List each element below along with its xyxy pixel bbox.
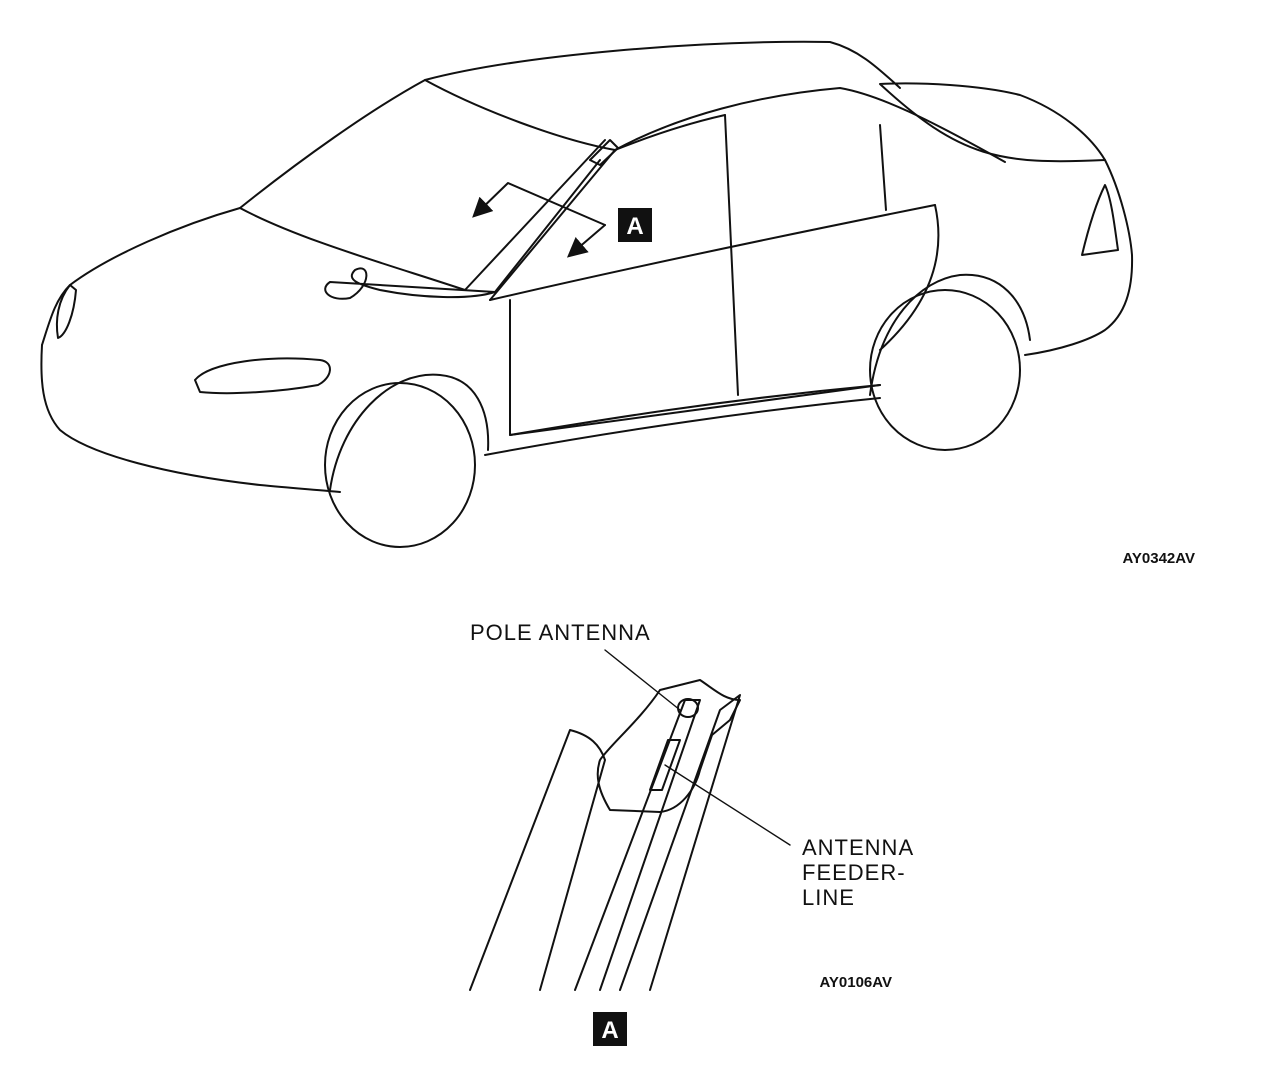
car-hood bbox=[41, 207, 241, 346]
figure-code-car: AY0342AV bbox=[1122, 550, 1195, 567]
car-rear-bumper bbox=[1024, 159, 1134, 356]
car-front-bumper bbox=[40, 344, 341, 493]
callout-badge-detail: A bbox=[593, 1012, 627, 1046]
car-rocker bbox=[484, 397, 881, 456]
car-taillight bbox=[1081, 184, 1119, 256]
car-rear-wheel-arch bbox=[869, 273, 1031, 396]
callout-letter-detail: A bbox=[601, 1017, 618, 1044]
detail-feeder-slot bbox=[649, 739, 681, 791]
detail-bracket bbox=[596, 679, 741, 813]
car-roof-edge bbox=[614, 87, 1006, 163]
label-feeder-line-1: ANTENNA bbox=[802, 835, 914, 860]
detail-pillar-outer bbox=[469, 729, 606, 991]
car-windshield bbox=[239, 79, 616, 291]
detail-illustration bbox=[469, 649, 791, 991]
callout-letter-car: A bbox=[626, 213, 643, 240]
callout-arrow-right bbox=[566, 224, 606, 258]
car-front-wheel-arch bbox=[329, 373, 490, 491]
car-doors bbox=[509, 114, 940, 436]
label-feeder-line-2: FEEDER- bbox=[802, 860, 906, 885]
car-fog-light bbox=[194, 357, 331, 395]
car-roof bbox=[239, 40, 901, 209]
callout-badge-car: A bbox=[618, 208, 652, 242]
car-rear-wheel bbox=[869, 289, 1021, 451]
car-headlight-left bbox=[55, 284, 77, 339]
leader-feeder-line bbox=[664, 764, 791, 846]
detail-pillar-right bbox=[619, 694, 741, 991]
car-illustration bbox=[40, 40, 1134, 548]
car-body-side bbox=[489, 204, 936, 436]
label-feeder-line-3: LINE bbox=[802, 885, 855, 910]
car-front-wheel bbox=[324, 382, 476, 548]
car-feeder-line bbox=[324, 267, 496, 300]
figure-code-detail: AY0106AV bbox=[819, 974, 892, 991]
leader-pole-antenna bbox=[604, 649, 681, 711]
car-a-pillar bbox=[464, 114, 726, 301]
car-antenna-pole bbox=[494, 139, 619, 293]
callout-arrow-left bbox=[472, 182, 606, 226]
label-pole-antenna: POLE ANTENNA bbox=[470, 620, 651, 645]
car-rear-deck bbox=[879, 82, 1106, 163]
